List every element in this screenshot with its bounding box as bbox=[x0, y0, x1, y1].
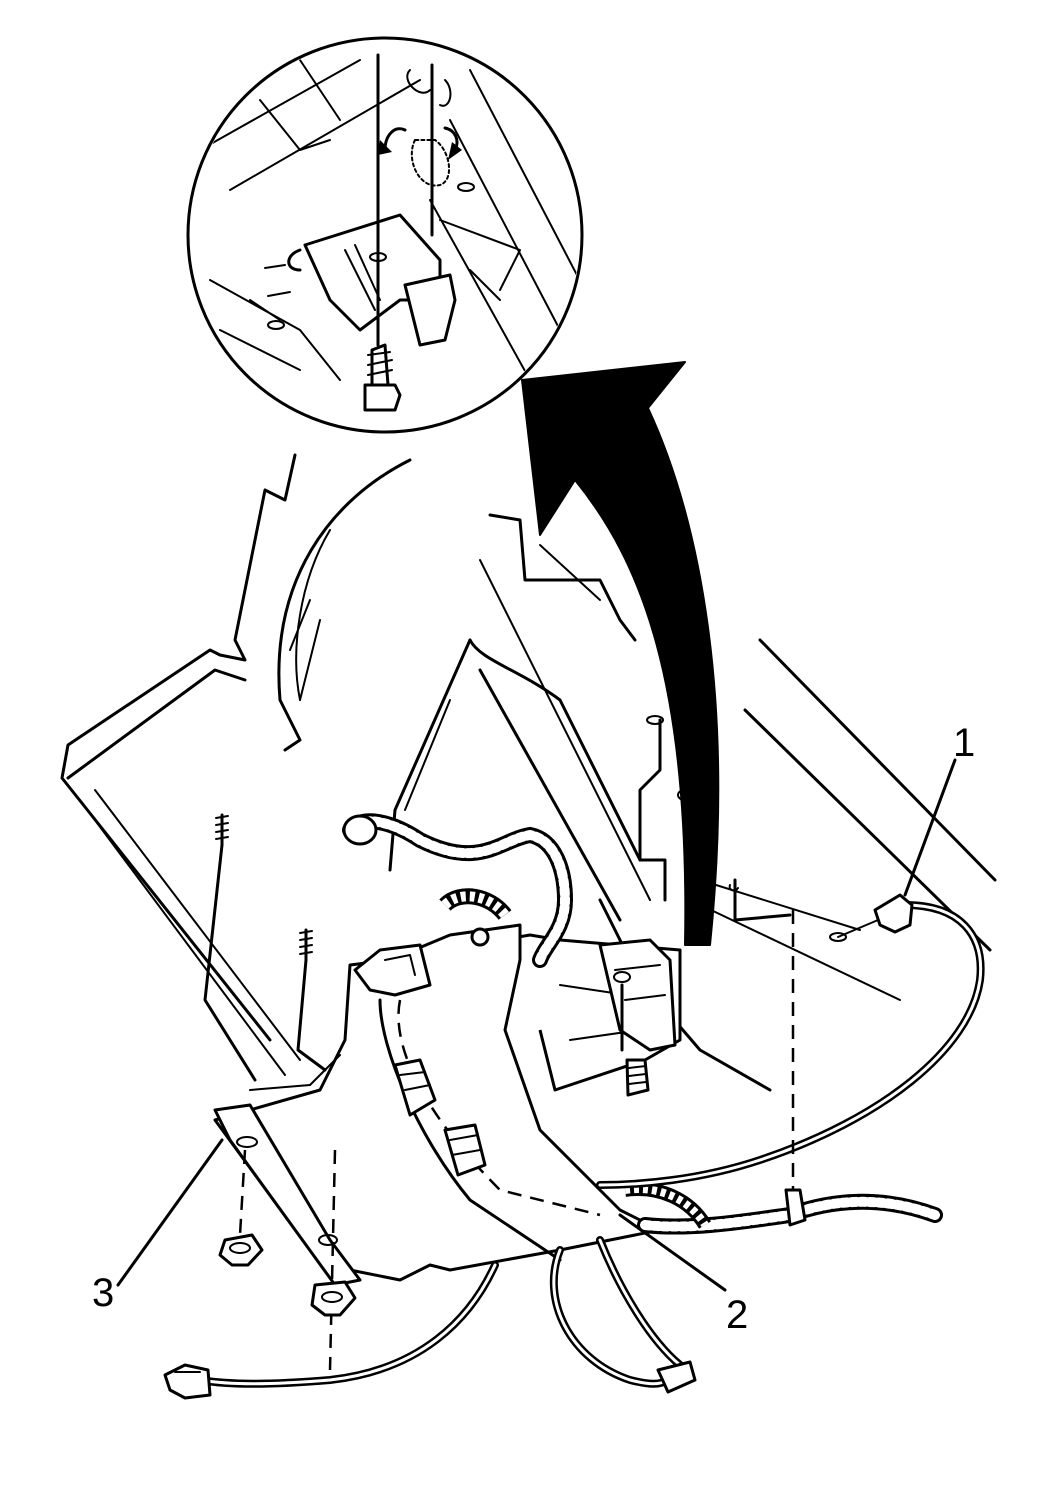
vehicle-frame bbox=[60, 453, 997, 1092]
callout-2-label: 2 bbox=[726, 1293, 748, 1337]
curved-arrow-icon bbox=[521, 361, 720, 946]
callout-1-label: 1 bbox=[953, 721, 975, 765]
push-retainer-center bbox=[310, 1280, 357, 1317]
stud-center bbox=[296, 928, 327, 1072]
wiring-harness bbox=[163, 893, 985, 1400]
detail-view bbox=[186, 36, 584, 434]
bracket-assembly bbox=[213, 813, 682, 1287]
leader-lines bbox=[116, 758, 957, 1292]
stud-left bbox=[203, 813, 257, 1082]
callout-3-label: 3 bbox=[92, 1271, 114, 1315]
push-retainer-left bbox=[218, 1149, 337, 1371]
